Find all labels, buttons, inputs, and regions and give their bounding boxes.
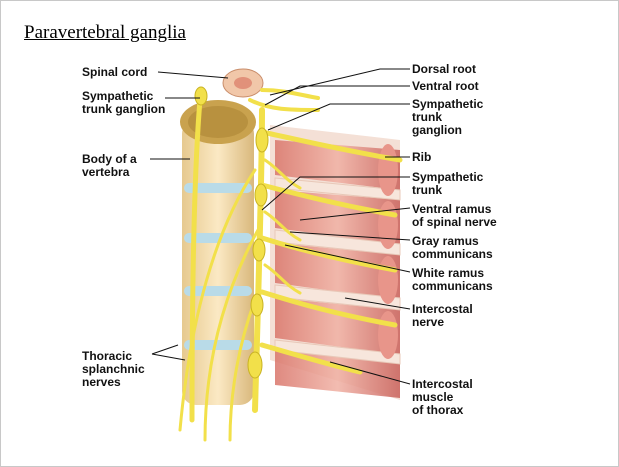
label-dorsal-root: Dorsal root bbox=[412, 62, 477, 76]
ribs bbox=[274, 177, 401, 365]
label-white-ramus: White ramus communicans bbox=[412, 266, 493, 293]
label-spinal-cord: Spinal cord bbox=[82, 65, 148, 79]
label-intercostal-muscle: Intercostal muscle of thorax bbox=[412, 377, 473, 417]
label-sympathetic-trunk: Sympathetic trunk bbox=[412, 170, 484, 197]
intervertebral-discs bbox=[184, 183, 252, 350]
slide-title: Paravertebral ganglia bbox=[24, 22, 186, 43]
ganglia bbox=[194, 86, 269, 379]
thoracic-wall bbox=[270, 125, 401, 400]
label-ventral-ramus: Ventral ramus of spinal nerve bbox=[412, 202, 497, 229]
label-gray-ramus: Gray ramus communicans bbox=[412, 234, 493, 261]
label-body-of-vertebra: Body of a vertebra bbox=[82, 152, 137, 179]
label-ventral-root: Ventral root bbox=[412, 79, 479, 93]
label-sympathetic-trunk-ganglion-left: Sympathetic trunk ganglion bbox=[82, 89, 166, 116]
label-rib: Rib bbox=[412, 150, 432, 164]
label-sympathetic-trunk-ganglion-right: Sympathetic trunk ganglion bbox=[412, 97, 484, 137]
label-intercostal-nerve: Intercostal nerve bbox=[412, 302, 473, 329]
leader-lines bbox=[150, 68, 411, 385]
label-thoracic-splanchnic-nerves: Thoracic splanchnic nerves bbox=[82, 349, 145, 389]
